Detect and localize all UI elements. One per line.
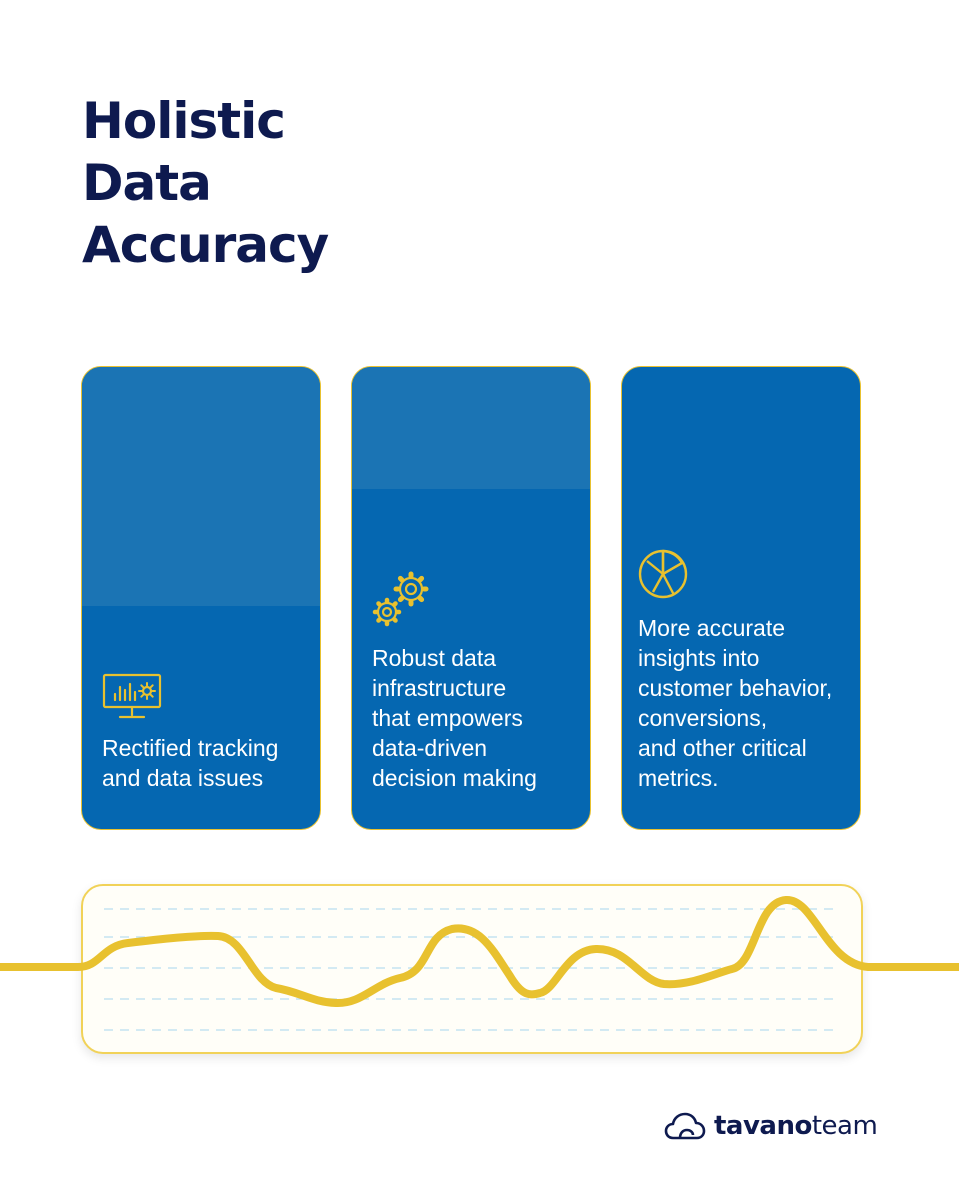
- title-line-3: Accuracy: [82, 216, 329, 274]
- title-line-2: Data: [82, 154, 212, 212]
- gears-icon: [372, 567, 436, 636]
- card-infrastructure: Robust data infrastructure that empowers…: [351, 366, 591, 830]
- card-text: Robust data infrastructure that empowers…: [372, 645, 537, 791]
- card-tracking: Rectified tracking and data issues: [81, 366, 321, 830]
- monitor-chart-gear-icon: [102, 673, 162, 726]
- cloud-icon: [664, 1112, 706, 1140]
- brand-wordmark: tavanoteam: [714, 1111, 878, 1141]
- trend-line-graphic: [0, 896, 959, 1031]
- card-text: Rectified tracking and data issues: [102, 735, 279, 791]
- title-line-1: Holistic: [82, 92, 286, 150]
- card-band: [352, 367, 590, 489]
- card-text: More accurate insights into customer beh…: [638, 615, 833, 791]
- card-insights: More accurate insights into customer beh…: [621, 366, 861, 830]
- pie-chart-icon: [638, 549, 688, 604]
- card-band: [82, 367, 320, 606]
- brand-logo: tavanoteam: [664, 1106, 878, 1146]
- page-title: Holistic Data Accuracy: [82, 90, 329, 276]
